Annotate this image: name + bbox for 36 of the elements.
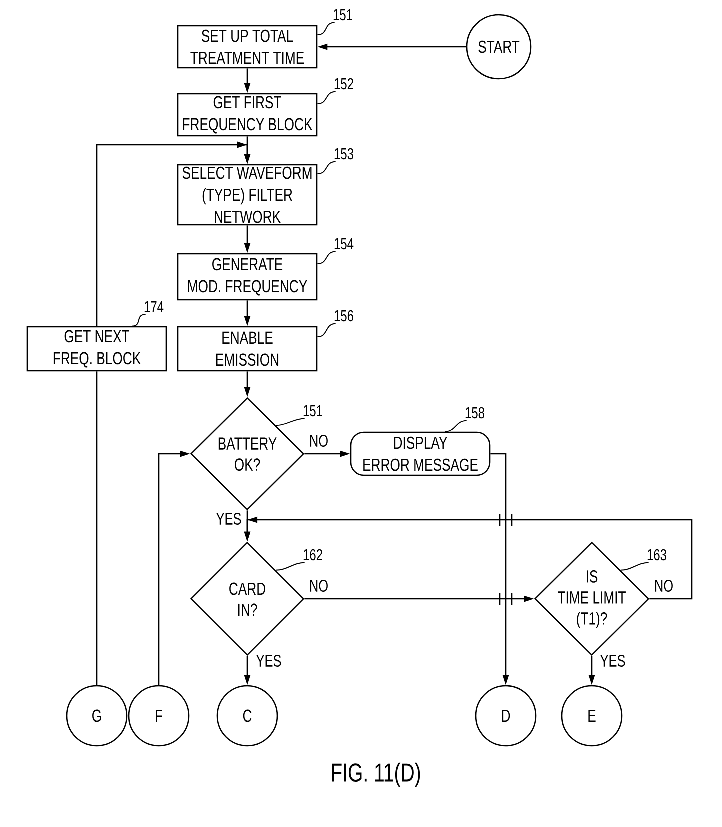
process-box: SET UP TOTAL TREATMENT TIME [177, 25, 318, 69]
rounded-box: DISPLAY ERROR MESSAGE [350, 432, 491, 476]
reference-numeral: 156 [334, 310, 354, 322]
connector-line [96, 372, 98, 686]
edge-label: NO [308, 579, 330, 594]
process-box: GET NEXT FREQ. BLOCK [26, 326, 168, 372]
leader-line [317, 323, 336, 338]
reference-numeral: 153 [334, 148, 354, 160]
leader-line [132, 314, 146, 327]
leader-line [620, 562, 650, 571]
arrow [96, 142, 251, 326]
reference-numeral: 158 [466, 407, 484, 419]
process-box: GENERATE MOD. FREQUENCY [177, 253, 318, 301]
figure-caption: FIG. 11(D) [332, 762, 420, 788]
edge-label: YES [215, 512, 243, 526]
leader-line [276, 418, 306, 426]
leader-line [317, 22, 336, 36]
leader-line [444, 420, 468, 432]
leader-line [317, 91, 336, 104]
process-box: SELECT WAVEFORM (TYPE) FILTER NETWORK [177, 164, 318, 226]
reference-numeral: 151 [304, 405, 322, 417]
leader-line [317, 161, 336, 174]
leader-line [276, 562, 306, 571]
reference-numeral: 152 [334, 78, 354, 90]
edge-label: YES [599, 654, 627, 668]
reference-numeral: 163 [648, 549, 666, 561]
edge-label: NO [308, 434, 330, 448]
reference-numeral: 174 [144, 302, 164, 312]
edge-label: NO [653, 579, 675, 594]
process-box: GET FIRST FREQUENCY BLOCK [177, 93, 318, 137]
reference-numeral: 162 [304, 549, 322, 561]
edge-label: YES [255, 654, 283, 668]
process-box: ENABLE EMISSION [177, 326, 318, 372]
reference-numeral: 154 [334, 238, 354, 250]
leader-line [317, 251, 336, 264]
reference-numeral: 151 [334, 9, 352, 21]
